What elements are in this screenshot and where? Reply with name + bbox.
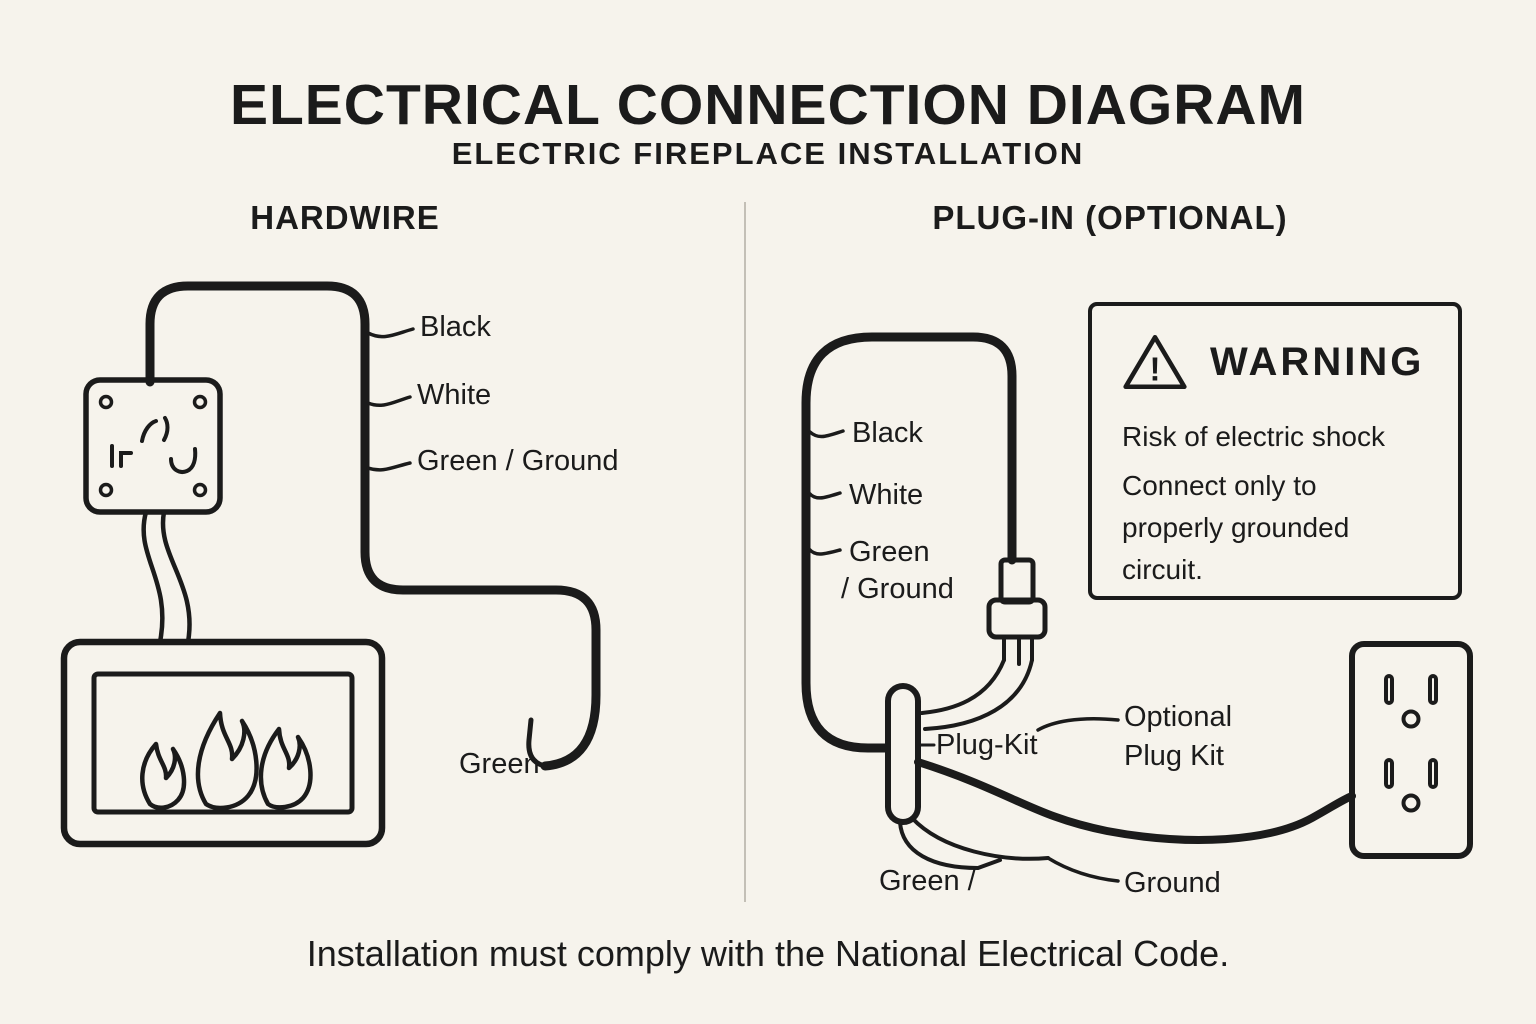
warning-title: WARNING: [1210, 339, 1425, 384]
green-wire: [898, 820, 1002, 871]
wall-outlet: [1349, 641, 1473, 859]
leader-plugin-white: [807, 491, 842, 500]
section-divider: [744, 202, 746, 902]
leader-hardwire-white: [366, 395, 412, 408]
plug-in-ground-label: Ground: [1124, 867, 1221, 899]
plug-in-green-label: Green: [849, 536, 930, 568]
plug-kit-capsule: [885, 683, 921, 825]
leader-plugin-green-ground: [807, 547, 842, 556]
flame-icon: [140, 710, 313, 811]
plug-in-black-label: Black: [852, 417, 923, 449]
warning-text-line: circuit.: [1122, 554, 1203, 585]
hardwire-green-wire-hook: [526, 717, 548, 769]
junction-box-to-fireplace-wires: [141, 509, 192, 645]
cord-to-outlet: [914, 758, 1356, 844]
warning-header: ! WARNING: [1122, 332, 1428, 392]
leader-hardwire-green-ground: [366, 461, 412, 472]
leader-ground: [1046, 856, 1120, 883]
hardwire-heading: HARDWIRE: [250, 199, 440, 236]
hardwire-black-label: Black: [420, 311, 491, 343]
junction-box: [83, 377, 223, 515]
leader-plugin-black: [808, 429, 845, 439]
footer-note: Installation must comply with the Nation…: [306, 933, 1230, 974]
hardwire-white-label: White: [417, 379, 492, 411]
warning-exclamation-mark: !: [1150, 350, 1161, 387]
junction-box-terminal-marks: [110, 416, 198, 474]
plug-in-green-slash-label: Green /: [879, 865, 976, 897]
plug-in-ground-wrap-label: / Ground: [841, 573, 954, 605]
warning-box: ! WARNING Risk of electric shock Connect…: [1088, 302, 1462, 600]
optional-plug-kit-label-line1: Optional: [1124, 701, 1233, 733]
plug-in-heading: PLUG-IN (OPTIONAL): [932, 199, 1288, 236]
warning-text-line: properly grounded: [1122, 512, 1350, 543]
plugin-cable-loop: [801, 332, 1017, 753]
ground-wire: [910, 816, 1050, 861]
hardwire-cable: [145, 281, 601, 771]
plug-cord-wires: [920, 658, 1034, 731]
warning-body: Risk of electric shock Connect only to p…: [1122, 416, 1428, 591]
plug-kit-label: Plug-Kit: [936, 729, 1038, 761]
page-subtitle: ELECTRIC FIREPLACE INSTALLATION: [451, 135, 1085, 171]
warning-text-line: Connect only to: [1122, 470, 1317, 501]
page-title: ELECTRICAL CONNECTION DIAGRAM: [229, 73, 1307, 138]
hardwire-green-label: Green: [459, 748, 540, 780]
plug-in-white-label: White: [849, 479, 924, 511]
leader-hardwire-black: [366, 327, 415, 339]
warning-text-line: Risk of electric shock: [1122, 421, 1385, 452]
power-plug: [986, 557, 1048, 666]
hardwire-green-ground-label: Green / Ground: [417, 445, 619, 477]
optional-plug-kit-label-line2: Plug Kit: [1124, 740, 1224, 772]
fireplace: [60, 638, 386, 848]
leader-optional-plug-kit: [1036, 716, 1120, 732]
warning-triangle-icon: !: [1123, 334, 1187, 390]
